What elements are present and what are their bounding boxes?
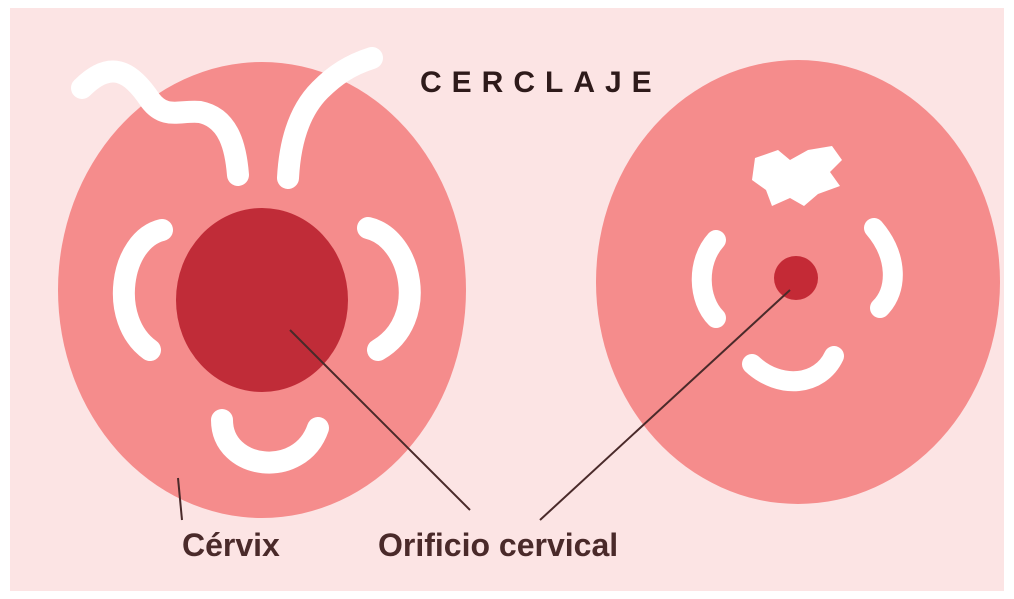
orifice-open: [176, 208, 348, 392]
diagram-title: CERCLAJE: [420, 66, 662, 99]
label-orifice: Orificio cervical: [378, 527, 618, 563]
orifice-closed: [774, 256, 818, 300]
cervix-closed: [596, 60, 1000, 504]
label-cervix: Cérvix: [182, 527, 280, 563]
